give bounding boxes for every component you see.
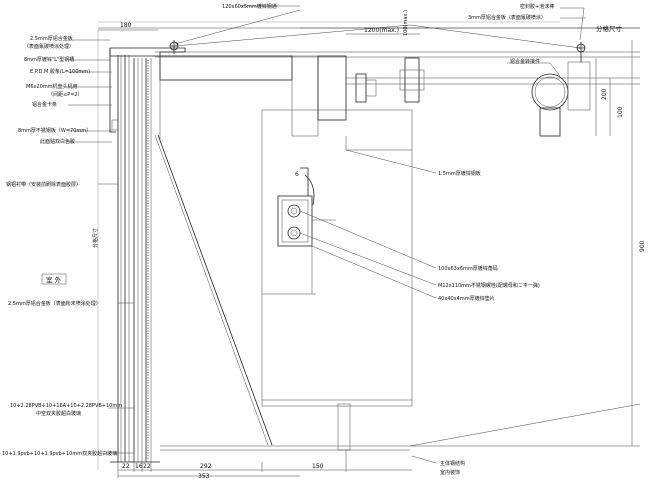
left-text-stack: 2.5mm厚铝合金板 （表面氟碳喷涂处理） 8mm厚镀锌"L"型钢槽 E.P.D…: [6, 35, 91, 188]
dim-100: 100: [617, 106, 624, 118]
dim-180: 180: [120, 22, 132, 29]
dimension-lines: [98, 29, 633, 478]
label-sealant: 密封胶+泡沫棒: [520, 3, 554, 10]
label-outside: 室 外: [46, 275, 62, 284]
label-glass-1: 10+2.28PVB+10+16A+10+2.28PVB+10mm: [10, 403, 122, 409]
label-alu-plate-mid: 2.5mm厚铝合金板（表面粉末喷涂处理）: [8, 300, 101, 307]
outside-box: [41, 273, 67, 285]
label-glass-1b: 中空双夹胶超白玻璃: [36, 410, 81, 417]
left-label-1: （表面氟碳喷涂处理）: [24, 43, 74, 50]
left-label-5: （间距≤P=2）: [48, 91, 83, 98]
dim-353: 353: [198, 473, 210, 480]
label-steel-plate: 1.5mm厚镀锌钢板: [438, 170, 481, 177]
middle-text: 分格尺寸 室 外 2.5mm厚铝合金板（表面粉末喷涂处理） 10+2.28PVB…: [2, 228, 122, 457]
diagonal-brace: [154, 60, 273, 446]
lower-structure: [160, 403, 641, 451]
left-label-2: 8mm厚镀锌"L"型钢槽: [24, 56, 74, 63]
dim-200: 200: [601, 88, 608, 100]
left-label-6: 铝合金卡条: [32, 101, 57, 108]
dim-1200: 1200(max.): [364, 27, 399, 34]
steel-tube-beam: [159, 55, 640, 137]
left-label-9: 钢铝衬带（安装前刷除表面胶层）: [6, 181, 81, 188]
angle-bracket: [262, 167, 336, 295]
dim-100-vertical: 100(max.): [403, 10, 409, 36]
label-grid-size-left: 分格尺寸: [92, 228, 99, 248]
left-label-8: 此面贴双白色胶: [40, 138, 75, 145]
label-main-structure: 主体钢结构: [440, 460, 465, 467]
dim-22-b: 22: [143, 463, 151, 470]
label-angle: 100x63x6mm厚镀锌角码: [438, 265, 498, 272]
dim-22-a: 22: [122, 463, 130, 470]
right-text: 铝合金转接件 1.5mm厚镀锌钢板 100x63x6mm厚镀锌角码 M12x11…: [295, 58, 646, 302]
steel-plate-outline: [261, 109, 413, 407]
label-alu-plate-right: 3mm厚铝合金板（表面氟碳喷涂）: [468, 14, 546, 21]
label-alu-connector: 铝合金转接件: [510, 58, 540, 65]
label-grid-size-top: 分格尺寸: [596, 24, 623, 33]
left-label-7: 8mm厚不锈钢板（W=70mm）: [18, 127, 91, 134]
label-gasket: 40x40x4mm厚镀锌垫片: [438, 295, 495, 302]
left-label-4: M6x20mm机盘头机用: [26, 83, 78, 90]
circular-connector: [531, 42, 591, 137]
dim-6: 6: [295, 171, 299, 178]
top-text: 120x60x5mm镀锌钢通 1200(max.) 100(max.) 密封胶+…: [120, 3, 623, 36]
label-glass-2: 10+1.9pvb+10+1.9pvb+10mm双夹胶超白玻璃: [2, 450, 117, 457]
top-reference-lines: [97, 9, 640, 470]
label-bolt: M12x110mm不锈钢螺栓(配螺母和二平一弹): [438, 282, 540, 289]
dim-150: 150: [312, 463, 324, 470]
label-steel-tube: 120x60x5mm镀锌钢通: [222, 3, 277, 10]
dim-900: 900: [639, 240, 646, 252]
label-indoor-finish: 室内装饰: [440, 469, 460, 476]
left-label-0: 2.5mm厚铝合金板: [30, 35, 73, 42]
bottom-text: 22 16 22 292 150 353 主体钢结构 室内装饰: [122, 460, 465, 480]
left-label-3: E.P.D.M 胶条(L=100mm): [30, 68, 90, 75]
dim-292: 292: [200, 463, 212, 470]
dim-16: 16: [135, 463, 143, 470]
mullion-glass-section: [109, 40, 186, 463]
leader-lines: [68, 5, 586, 464]
